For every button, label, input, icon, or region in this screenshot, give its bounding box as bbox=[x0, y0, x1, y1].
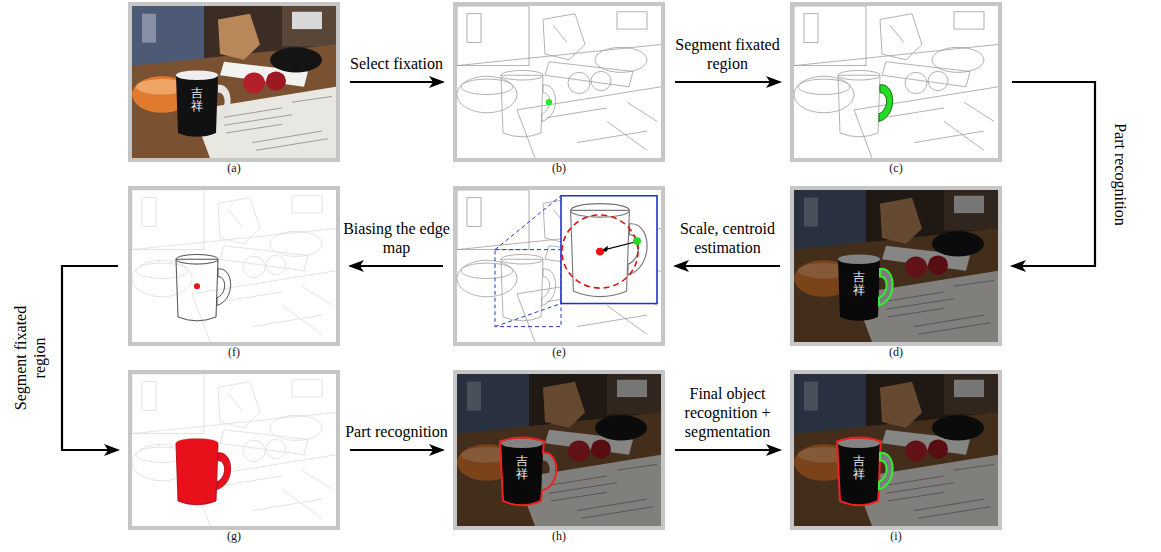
panel-letter: (g) bbox=[132, 529, 336, 543]
step-label: Final object recognition + segmentation bbox=[670, 384, 786, 441]
mug-characters: 吉祥 bbox=[853, 455, 865, 481]
panel-letter: (i) bbox=[794, 529, 998, 543]
panel-letter: (d) bbox=[794, 345, 998, 359]
flow-arrow bbox=[675, 81, 780, 83]
figure-panel: (i) bbox=[790, 370, 1002, 530]
photo-object-recognized bbox=[457, 374, 661, 526]
step-label: Select fixation bbox=[343, 54, 450, 73]
flow-arrow bbox=[350, 81, 443, 83]
flow-arrow bbox=[350, 449, 443, 451]
flow-arrow bbox=[62, 266, 118, 450]
flow-arrow bbox=[675, 449, 780, 451]
step-label: Part recognition bbox=[1111, 113, 1130, 235]
panel-letter: (c) bbox=[794, 161, 998, 175]
figure-panel: (c) bbox=[790, 2, 1002, 162]
mug-characters: 吉祥 bbox=[191, 87, 203, 113]
panel-letter: (f) bbox=[132, 345, 336, 359]
segmented-object bbox=[132, 374, 336, 526]
panel-letter: (h) bbox=[457, 529, 661, 543]
step-label: Part recognition bbox=[343, 422, 450, 441]
figure-panel: (a) bbox=[128, 2, 340, 162]
panel-letter: (e) bbox=[457, 345, 661, 359]
step-label: Biasing the edge map bbox=[343, 219, 450, 257]
edge-map bbox=[457, 6, 661, 158]
flow-arrow bbox=[350, 265, 443, 267]
panel-letter: (b) bbox=[457, 161, 661, 175]
step-label: Segment fixated region bbox=[11, 297, 49, 419]
figure-panel: (h) bbox=[453, 370, 665, 530]
photo-part-recognized bbox=[794, 190, 998, 342]
step-label: Scale, centroid estimation bbox=[670, 219, 786, 257]
figure-panel: (g) bbox=[128, 370, 340, 530]
biased-edge-map bbox=[132, 190, 336, 342]
step-label: Segment fixated region bbox=[670, 35, 786, 73]
figure-panel: (e) bbox=[453, 186, 665, 346]
photo-scene bbox=[132, 6, 336, 158]
flow-arrow bbox=[1012, 82, 1095, 266]
photo-final-segmentation bbox=[794, 374, 998, 526]
mug-characters: 吉祥 bbox=[516, 455, 528, 481]
figure-panel: (b) bbox=[453, 2, 665, 162]
flow-arrow bbox=[675, 265, 780, 267]
edge-map-segmented bbox=[794, 6, 998, 158]
figure-panel: (f) bbox=[128, 186, 340, 346]
panel-letter: (a) bbox=[132, 161, 336, 175]
scale-centroid-view bbox=[457, 190, 661, 342]
mug-characters: 吉祥 bbox=[853, 271, 865, 297]
figure-panel: (d) bbox=[790, 186, 1002, 346]
